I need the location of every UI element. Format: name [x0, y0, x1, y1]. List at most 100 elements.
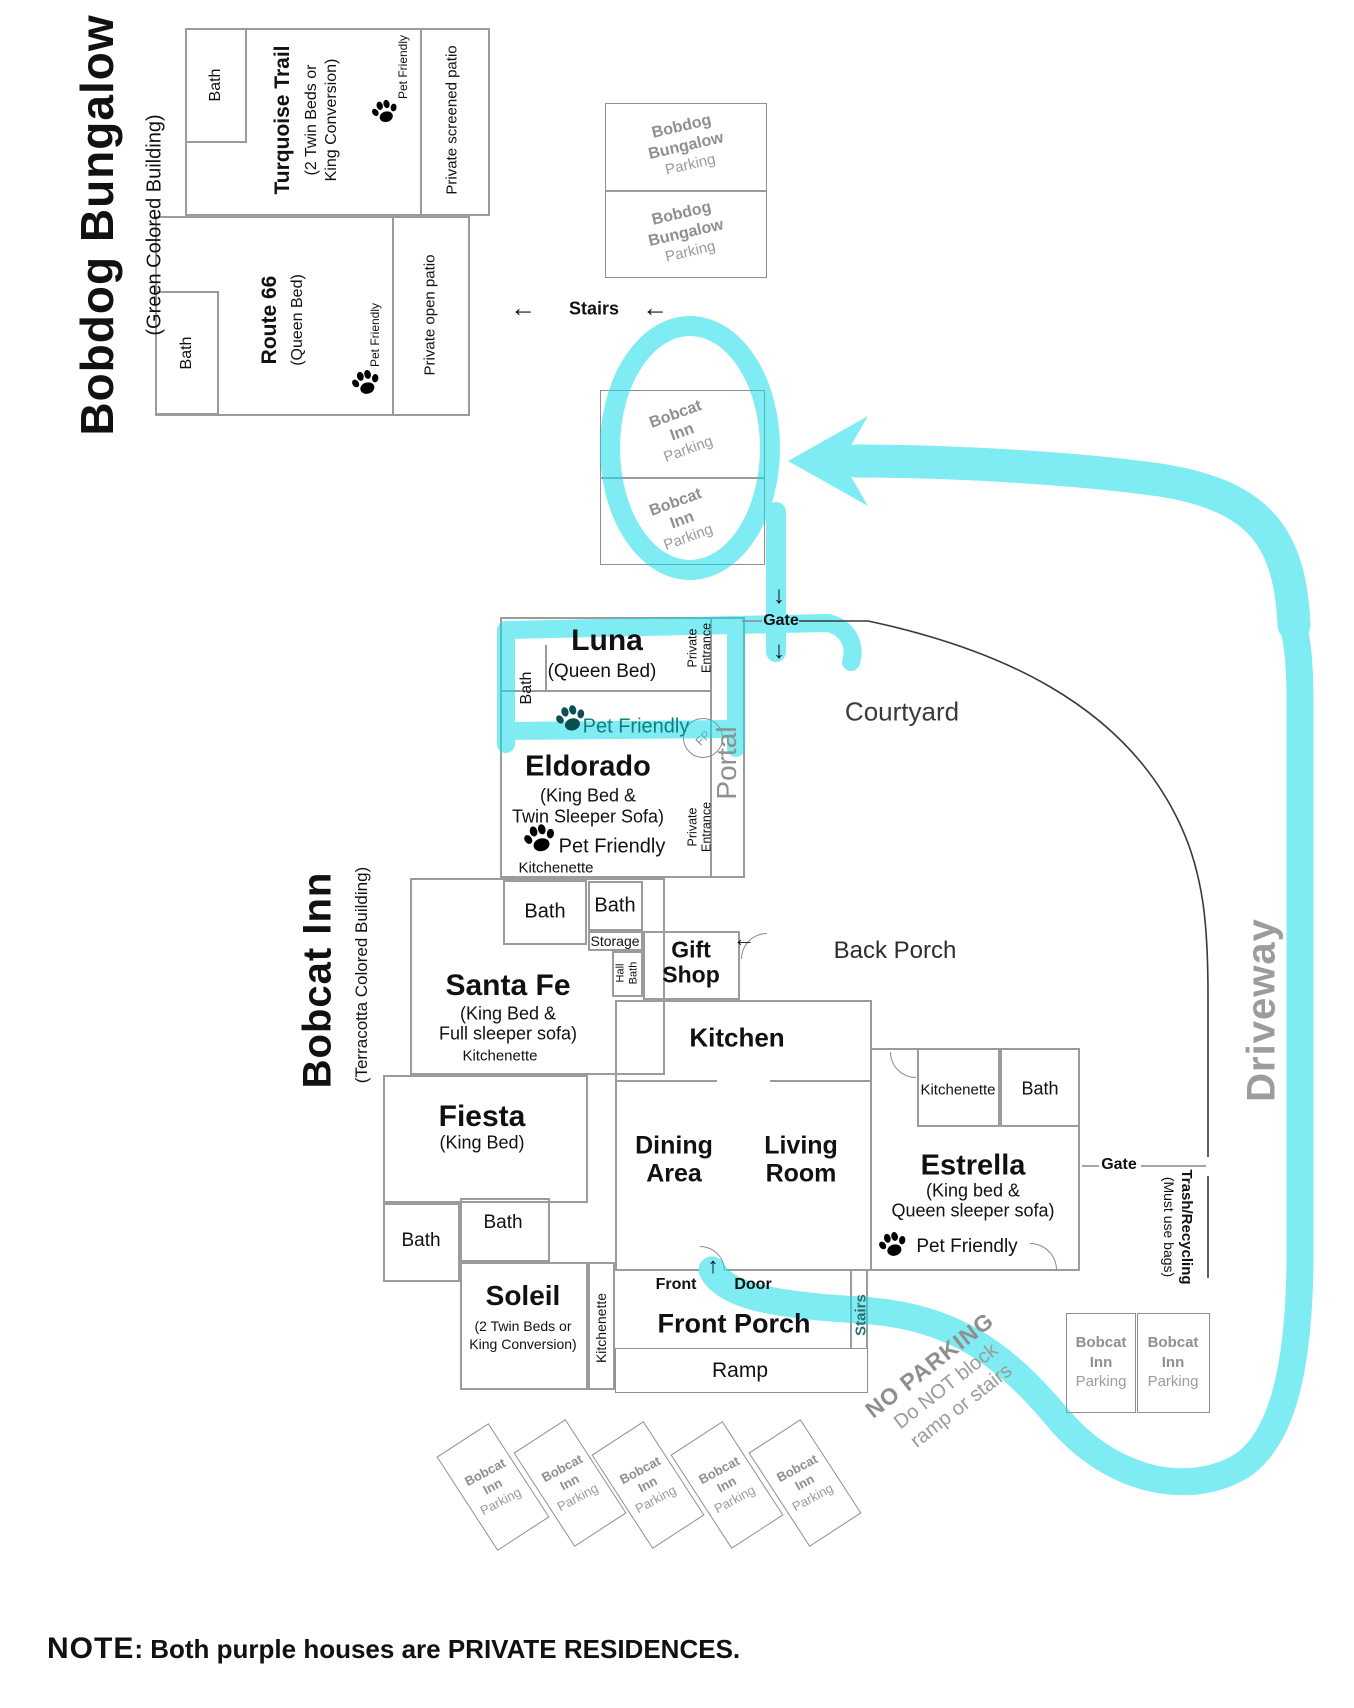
ramp-outline [615, 1348, 868, 1393]
parking-arrowhead [788, 416, 868, 506]
room-sf-bath [503, 880, 587, 945]
bobcat-building-subtitle: (Terracotta Colored Building) [352, 866, 371, 1084]
wall-front-b [726, 1269, 872, 1271]
stairs-right-arrow-icon: ← [642, 292, 668, 323]
parking-arrow-body [839, 444, 1311, 642]
storage-label: Storage [590, 933, 640, 949]
r66-pet-friendly-label: Pet Friendly [368, 302, 382, 368]
estrella-pet-friendly-label: Pet Friendly [916, 1236, 1018, 1257]
courtyard-fence [799, 620, 1209, 1157]
estrella-detail1: (King bed & [925, 1180, 1021, 1201]
estrella-kitchenette-label: Kitchenette [920, 1081, 996, 1099]
bobcat-building-title: Bobcat Inn [295, 871, 340, 1089]
room-r66-bath [155, 291, 219, 415]
wall-r66-patio [392, 216, 394, 414]
trash-recycling-label: Trash/Recycling (Must use bags) [1161, 1169, 1195, 1285]
sf-bath-label: Bath [524, 900, 566, 923]
portal-label: Portal [711, 726, 742, 800]
soleil-detail1: (2 Twin Beds or [474, 1318, 572, 1334]
room-soleil-kitchenette [588, 1262, 615, 1390]
room-estrella-bath [1000, 1048, 1080, 1127]
bobcat-parking-br-label-1: Bobcat Inn Parking [1075, 1333, 1127, 1390]
bobdog-parking-label-2: Bobdog Bungalow Parking [646, 198, 726, 266]
gate-top-label: Gate [763, 612, 799, 629]
wall-front-a [615, 1269, 699, 1271]
route66-detail: (Queen Bed) [289, 274, 306, 366]
gate-right-label: Gate [1101, 1156, 1137, 1173]
soleil-kitchenette-label: Kitchenette [593, 1292, 609, 1364]
gate-down-arrow-icon-1: ↓ [773, 582, 785, 609]
eldorado-paw-icon [520, 820, 561, 859]
courtyard-label: Courtyard [844, 696, 960, 727]
tt-bath-label: Bath [207, 68, 224, 102]
no-parking-warning: NO PARKING Do NOT block ramp or stairs [860, 1306, 1017, 1453]
room-santa-fe [410, 878, 665, 1075]
santa-fe-kitchenette-label: Kitchenette [462, 1047, 538, 1065]
eldorado-detail1: (King Bed & [539, 785, 637, 806]
note-line: NOTE: Both purple houses are PRIVATE RES… [47, 1632, 740, 1666]
bath3-label: Bath [401, 1230, 441, 1251]
stairs-top-label: Stairs [568, 298, 620, 319]
back-porch-label: Back Porch [833, 937, 957, 964]
gift-shop-arrow-icon: ← [733, 926, 755, 951]
bobcat-parking-br-2 [1137, 1313, 1210, 1413]
stairs-left-arrow-icon: ← [510, 292, 536, 323]
r66-bath-label: Bath [178, 336, 195, 370]
bobcat-parking-slot-label-5: Bobcat Inn Parking [774, 1451, 836, 1514]
private-entrance-label-1: Private Entrance [685, 622, 714, 674]
door-label: Door [734, 1276, 772, 1293]
wall-tt-patio [420, 28, 422, 216]
luna-paw-icon [552, 701, 590, 737]
wall-dining-left [615, 1000, 617, 1270]
turquoise-trail-name: Turquoise Trail [271, 45, 294, 195]
bobdog-building-subtitle: (Green Colored Building) [143, 114, 166, 336]
wall-luna-bath [545, 645, 547, 692]
wall-kitchen-right [870, 1000, 872, 1050]
bobcat-parking-br-1 [1066, 1313, 1136, 1413]
tt-pet-friendly-label: Pet Friendly [396, 34, 410, 100]
luna-detail: (Queen Bed) [547, 661, 657, 682]
living-room-label: Living Room [764, 1131, 838, 1187]
bobcat-parking-slot-label-4: Bobcat Inn Parking [696, 1453, 758, 1516]
room-bath3 [383, 1203, 460, 1282]
gift-shop-label: Gift Shop [662, 936, 720, 988]
wall-kitchen-top [615, 1000, 872, 1002]
bobcat-parking-divider [600, 477, 765, 479]
luna-name: Luna [571, 624, 643, 657]
bath2-label: Bath [594, 894, 636, 917]
front-porch-label: Front Porch [657, 1308, 811, 1339]
fiesta-name: Fiesta [438, 1100, 526, 1133]
santa-fe-name: Santa Fe [445, 969, 571, 1002]
estrella-paw-icon [875, 1228, 911, 1262]
bobcat-parking-br-label-2: Bobcat Inn Parking [1147, 1333, 1199, 1390]
hall-bath-label: Hall Bath [614, 961, 639, 985]
room-storage [588, 931, 643, 951]
room-tt-bath [185, 28, 247, 143]
eldorado-detail2: Twin Sleeper Sofa) [511, 806, 665, 827]
wall-kitchen-bottom-b [770, 1080, 872, 1082]
r66-patio-label: Private open patio [421, 254, 439, 376]
turquoise-trail-detail1: (2 Twin Beds or [303, 64, 320, 176]
room-gift-shop [643, 931, 740, 1000]
tt-patio-label: Private screened patio [443, 45, 461, 195]
private-entrance-label-2: Private Entrance [685, 801, 714, 853]
route66-name: Route 66 [258, 275, 281, 365]
eldorado-name: Eldorado [525, 750, 651, 783]
note-text: : Both purple houses are PRIVATE RESIDEN… [134, 1634, 741, 1664]
stairs-porch-label: Stairs [852, 1294, 870, 1336]
room-bath2 [588, 881, 643, 931]
santa-fe-detail1: (King Bed & [459, 1003, 557, 1024]
room-estrella-kitchenette [917, 1048, 1000, 1127]
ramp-label: Ramp [711, 1359, 769, 1382]
luna-highlight-bottom [497, 720, 745, 740]
room-bath4 [460, 1198, 550, 1262]
room-soleil [460, 1262, 588, 1390]
room-hall-bath [612, 951, 643, 997]
soleil-detail2: King Conversion) [469, 1336, 577, 1352]
estrella-bath-label: Bath [1021, 1078, 1059, 1099]
tt-paw-icon [368, 96, 402, 128]
luna-pet-friendly-label: Pet Friendly [582, 715, 690, 738]
